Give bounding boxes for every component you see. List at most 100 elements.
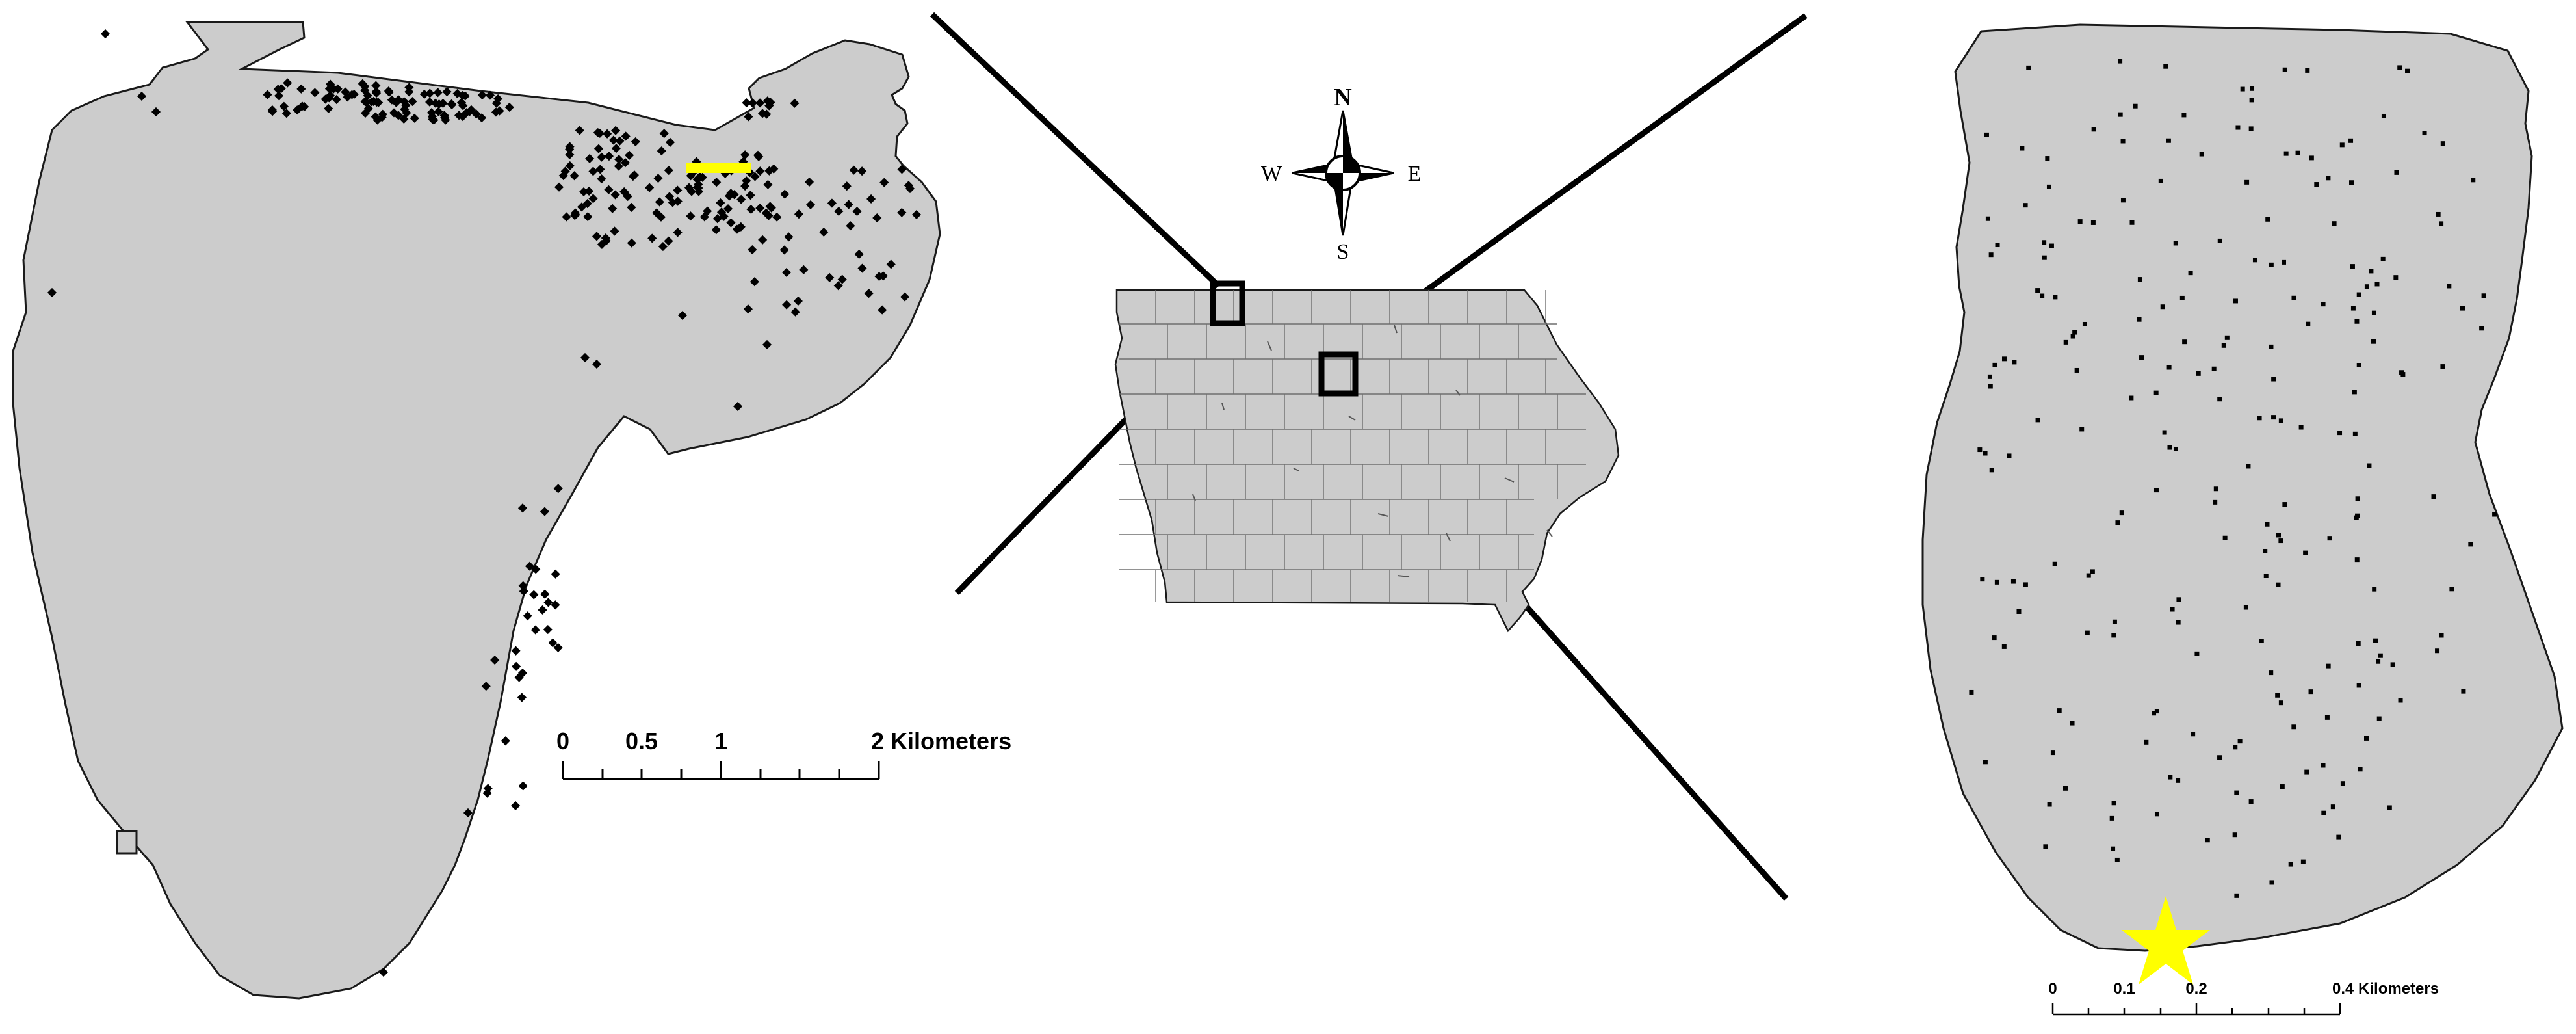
sample-point — [2052, 561, 2057, 566]
sample-point — [2252, 258, 2257, 263]
sample-point — [744, 112, 753, 122]
sample-point — [530, 625, 540, 635]
sample-point — [604, 185, 614, 194]
north-arrow: N S W E — [1261, 84, 1421, 264]
sample-point — [2035, 288, 2040, 293]
sample-point — [554, 182, 564, 192]
sample-point — [842, 181, 852, 191]
sample-point — [2010, 579, 2016, 584]
sample-point — [2045, 156, 2050, 161]
sample-point — [501, 736, 510, 746]
sample-point — [2269, 880, 2274, 885]
sample-point — [2278, 418, 2283, 423]
sample-point — [2340, 781, 2345, 786]
sample-point — [2023, 203, 2028, 208]
sample-point — [543, 624, 553, 635]
sample-point — [2371, 339, 2376, 344]
sample-point — [2276, 582, 2281, 587]
sample-point — [746, 191, 755, 200]
sample-point — [2074, 367, 2079, 373]
sample-point — [137, 91, 147, 101]
left-scale-label-2-km: 2 Kilometers — [871, 728, 1011, 754]
sample-point — [755, 204, 765, 213]
sample-point — [463, 808, 473, 818]
sample-point — [2283, 151, 2289, 156]
sample-point — [2053, 295, 2058, 300]
sample-point — [560, 166, 570, 176]
sample-point — [819, 227, 829, 237]
sample-point — [2461, 689, 2466, 694]
sample-point — [2166, 365, 2172, 370]
sample-point — [367, 97, 376, 107]
sample-point — [538, 605, 547, 615]
sample-point — [2020, 146, 2025, 151]
sample-point — [2330, 804, 2335, 810]
sample-point — [477, 90, 487, 100]
sample-point — [2091, 127, 2096, 132]
sample-point — [2440, 364, 2445, 369]
sample-point — [592, 359, 602, 369]
sample-point — [2308, 689, 2313, 695]
sample-point — [724, 191, 735, 201]
compass-label-n: N — [1334, 84, 1351, 111]
sample-point — [1977, 447, 1983, 453]
sample-point — [349, 90, 359, 99]
sample-point — [2173, 241, 2178, 246]
sample-point — [326, 90, 335, 101]
sample-point — [2350, 306, 2356, 311]
left-sample-points — [47, 29, 922, 977]
sample-point — [879, 178, 889, 187]
sample-point — [565, 161, 575, 171]
sample-point — [2163, 64, 2168, 69]
sample-point — [611, 144, 621, 153]
sample-point — [2012, 360, 2017, 365]
right-yellow-star-marker — [2122, 896, 2210, 985]
sample-point — [779, 245, 789, 255]
sample-point — [2120, 139, 2126, 144]
sample-point — [653, 174, 663, 183]
sample-point — [608, 204, 618, 213]
sample-point — [2374, 282, 2380, 287]
sample-point — [1988, 252, 1994, 258]
sample-point — [378, 967, 389, 977]
sample-point — [604, 152, 614, 161]
sample-point — [608, 135, 618, 145]
sample-point — [324, 103, 333, 113]
sample-point — [2063, 339, 2068, 345]
sample-point — [2271, 377, 2276, 382]
sample-point — [748, 98, 757, 108]
sample-point — [569, 171, 579, 181]
sample-point — [551, 569, 560, 579]
sample-point — [517, 693, 527, 702]
sample-point — [597, 239, 606, 249]
sample-point — [2436, 211, 2441, 217]
sample-point — [2481, 293, 2486, 298]
sample-point — [2381, 113, 2386, 118]
sample-point — [740, 150, 750, 160]
sample-point — [619, 187, 629, 196]
sample-point — [2352, 390, 2357, 395]
sample-point — [742, 98, 751, 108]
sample-point — [2304, 769, 2309, 775]
sample-point — [2168, 775, 2173, 780]
sample-point — [2369, 269, 2374, 274]
sample-point — [281, 109, 291, 118]
sample-point — [2387, 805, 2392, 810]
sample-point — [2306, 321, 2311, 326]
sample-point — [655, 197, 664, 207]
sample-point — [2188, 271, 2193, 276]
sample-point — [592, 232, 602, 241]
right-scale-bar: 0 0.1 0.2 0.4 Kilometers — [2048, 980, 2439, 1016]
sample-point — [441, 115, 450, 125]
sample-point — [477, 113, 487, 123]
sample-point — [627, 202, 636, 213]
sample-point — [580, 352, 590, 363]
sample-point — [2349, 180, 2354, 185]
sample-point — [371, 88, 382, 98]
sample-point — [2327, 536, 2332, 541]
sample-point — [2271, 415, 2276, 420]
sample-point — [658, 241, 668, 252]
sample-point — [2282, 67, 2287, 72]
sample-point — [442, 87, 452, 97]
sample-point — [2070, 721, 2075, 726]
